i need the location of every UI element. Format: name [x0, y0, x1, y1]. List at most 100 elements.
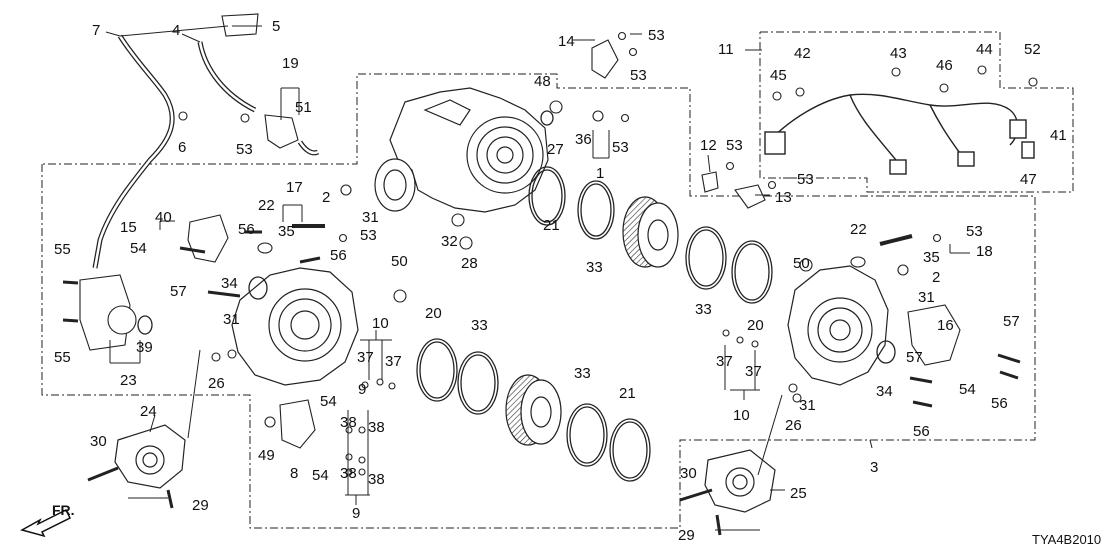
- part-number-label: 54: [320, 393, 337, 410]
- part-number-label: 53: [648, 27, 665, 44]
- part-number-label: 56: [330, 247, 347, 264]
- part-number-label: 26: [785, 417, 802, 434]
- part-number-label: 8: [290, 465, 298, 482]
- clutch-packs: [505, 196, 679, 446]
- part-number-label: 14: [558, 33, 575, 50]
- part-number-label: 18: [976, 243, 993, 260]
- part-number-label: 53: [797, 171, 814, 188]
- assembly-outlines: [41, 31, 1074, 529]
- leader-lines: [105, 25, 970, 531]
- front-housing: [374, 87, 549, 213]
- part-number-label: 31: [362, 209, 379, 226]
- part-number-label: 54: [312, 467, 329, 484]
- part-number-label: 33: [695, 301, 712, 318]
- part-number-label: 53: [726, 137, 743, 154]
- part-number-label: 10: [733, 407, 750, 424]
- part-number-label: 22: [258, 197, 275, 214]
- part-number-label: 46: [936, 57, 953, 74]
- part-number-label: 53: [236, 141, 253, 158]
- part-number-label: 37: [357, 349, 374, 366]
- part-number-label: 38: [368, 419, 385, 436]
- part-number-label: 57: [170, 283, 187, 300]
- part-number-label: 38: [368, 471, 385, 488]
- part-number-label: 30: [90, 433, 107, 450]
- part-number-label: 37: [745, 363, 762, 380]
- part-number-label: 12: [700, 137, 717, 154]
- part-number-label: 35: [923, 249, 940, 266]
- part-number-label: 51: [295, 99, 312, 116]
- part-number-label: 21: [543, 217, 560, 234]
- part-number-label: 25: [790, 485, 807, 502]
- part-number-label: 9: [352, 505, 360, 522]
- part-number-label: 1: [596, 165, 604, 182]
- part-number-label: 53: [966, 223, 983, 240]
- part-number-label: 37: [385, 353, 402, 370]
- part-number-label: 30: [680, 465, 697, 482]
- part-number-label: 48: [534, 73, 551, 90]
- part-number-label: 55: [54, 241, 71, 258]
- part-number-label: 33: [574, 365, 591, 382]
- part-number-label: 20: [425, 305, 442, 322]
- part-number-label: 35: [278, 223, 295, 240]
- part-number-label: 2: [322, 189, 330, 206]
- part-number-label: 56: [991, 395, 1008, 412]
- part-number-label: 27: [547, 141, 564, 158]
- part-number-label: 50: [391, 253, 408, 270]
- part-number-label: 55: [54, 349, 71, 366]
- part-number-label: 41: [1050, 127, 1067, 144]
- part-number-label: 3: [870, 459, 878, 476]
- wire-harness: [764, 93, 1035, 175]
- part-number-label: 31: [799, 397, 816, 414]
- part-number-label: 26: [208, 375, 225, 392]
- part-number-label: 54: [959, 381, 976, 398]
- diagram-code: TYA4B2010: [1032, 532, 1101, 547]
- part-number-label: 53: [630, 67, 647, 84]
- part-number-label: 36: [575, 131, 592, 148]
- part-number-label: 57: [1003, 313, 1020, 330]
- part-number-label: 49: [258, 447, 275, 464]
- part-number-label: 17: [286, 179, 303, 196]
- mounts: [114, 424, 776, 513]
- part-number-label: 7: [92, 22, 100, 39]
- part-number-label: 31: [223, 311, 240, 328]
- part-number-label: 29: [192, 497, 209, 514]
- part-number-label: 23: [120, 372, 137, 389]
- part-number-label: 9: [358, 381, 366, 398]
- part-number-label: 53: [360, 227, 377, 244]
- part-number-label: 42: [794, 45, 811, 62]
- part-number-label: 34: [876, 383, 893, 400]
- seal-rings: [137, 110, 896, 482]
- part-number-label: 28: [461, 255, 478, 272]
- part-number-label: 54: [130, 240, 147, 257]
- part-number-label: 20: [747, 317, 764, 334]
- part-number-label: 22: [850, 221, 867, 238]
- part-number-label: 56: [238, 221, 255, 238]
- part-number-label: 37: [716, 353, 733, 370]
- part-number-label: 43: [890, 45, 907, 62]
- part-number-label: 10: [372, 315, 389, 332]
- part-number-label: 21: [619, 385, 636, 402]
- part-number-label: 34: [221, 275, 238, 292]
- part-number-label: 39: [136, 339, 153, 356]
- hardware: [62, 31, 1038, 536]
- part-number-label: 13: [775, 189, 792, 206]
- part-number-label: 29: [678, 527, 695, 544]
- part-number-label: 38: [340, 465, 357, 482]
- part-number-label: 33: [586, 259, 603, 276]
- part-number-label: 16: [937, 317, 954, 334]
- part-number-label: 52: [1024, 41, 1041, 58]
- part-number-label: 5: [272, 18, 280, 35]
- front-arrow: [20, 508, 72, 538]
- part-number-label: 24: [140, 403, 157, 420]
- part-number-label: 50: [793, 255, 810, 272]
- part-number-label: 6: [178, 139, 186, 156]
- part-number-label: 56: [913, 423, 930, 440]
- part-number-label: 47: [1020, 171, 1037, 188]
- part-number-label: 19: [282, 55, 299, 72]
- part-number-label: 15: [120, 219, 137, 236]
- part-number-label: 32: [441, 233, 458, 250]
- right-housing: [787, 265, 889, 386]
- part-number-label: 2: [932, 269, 940, 286]
